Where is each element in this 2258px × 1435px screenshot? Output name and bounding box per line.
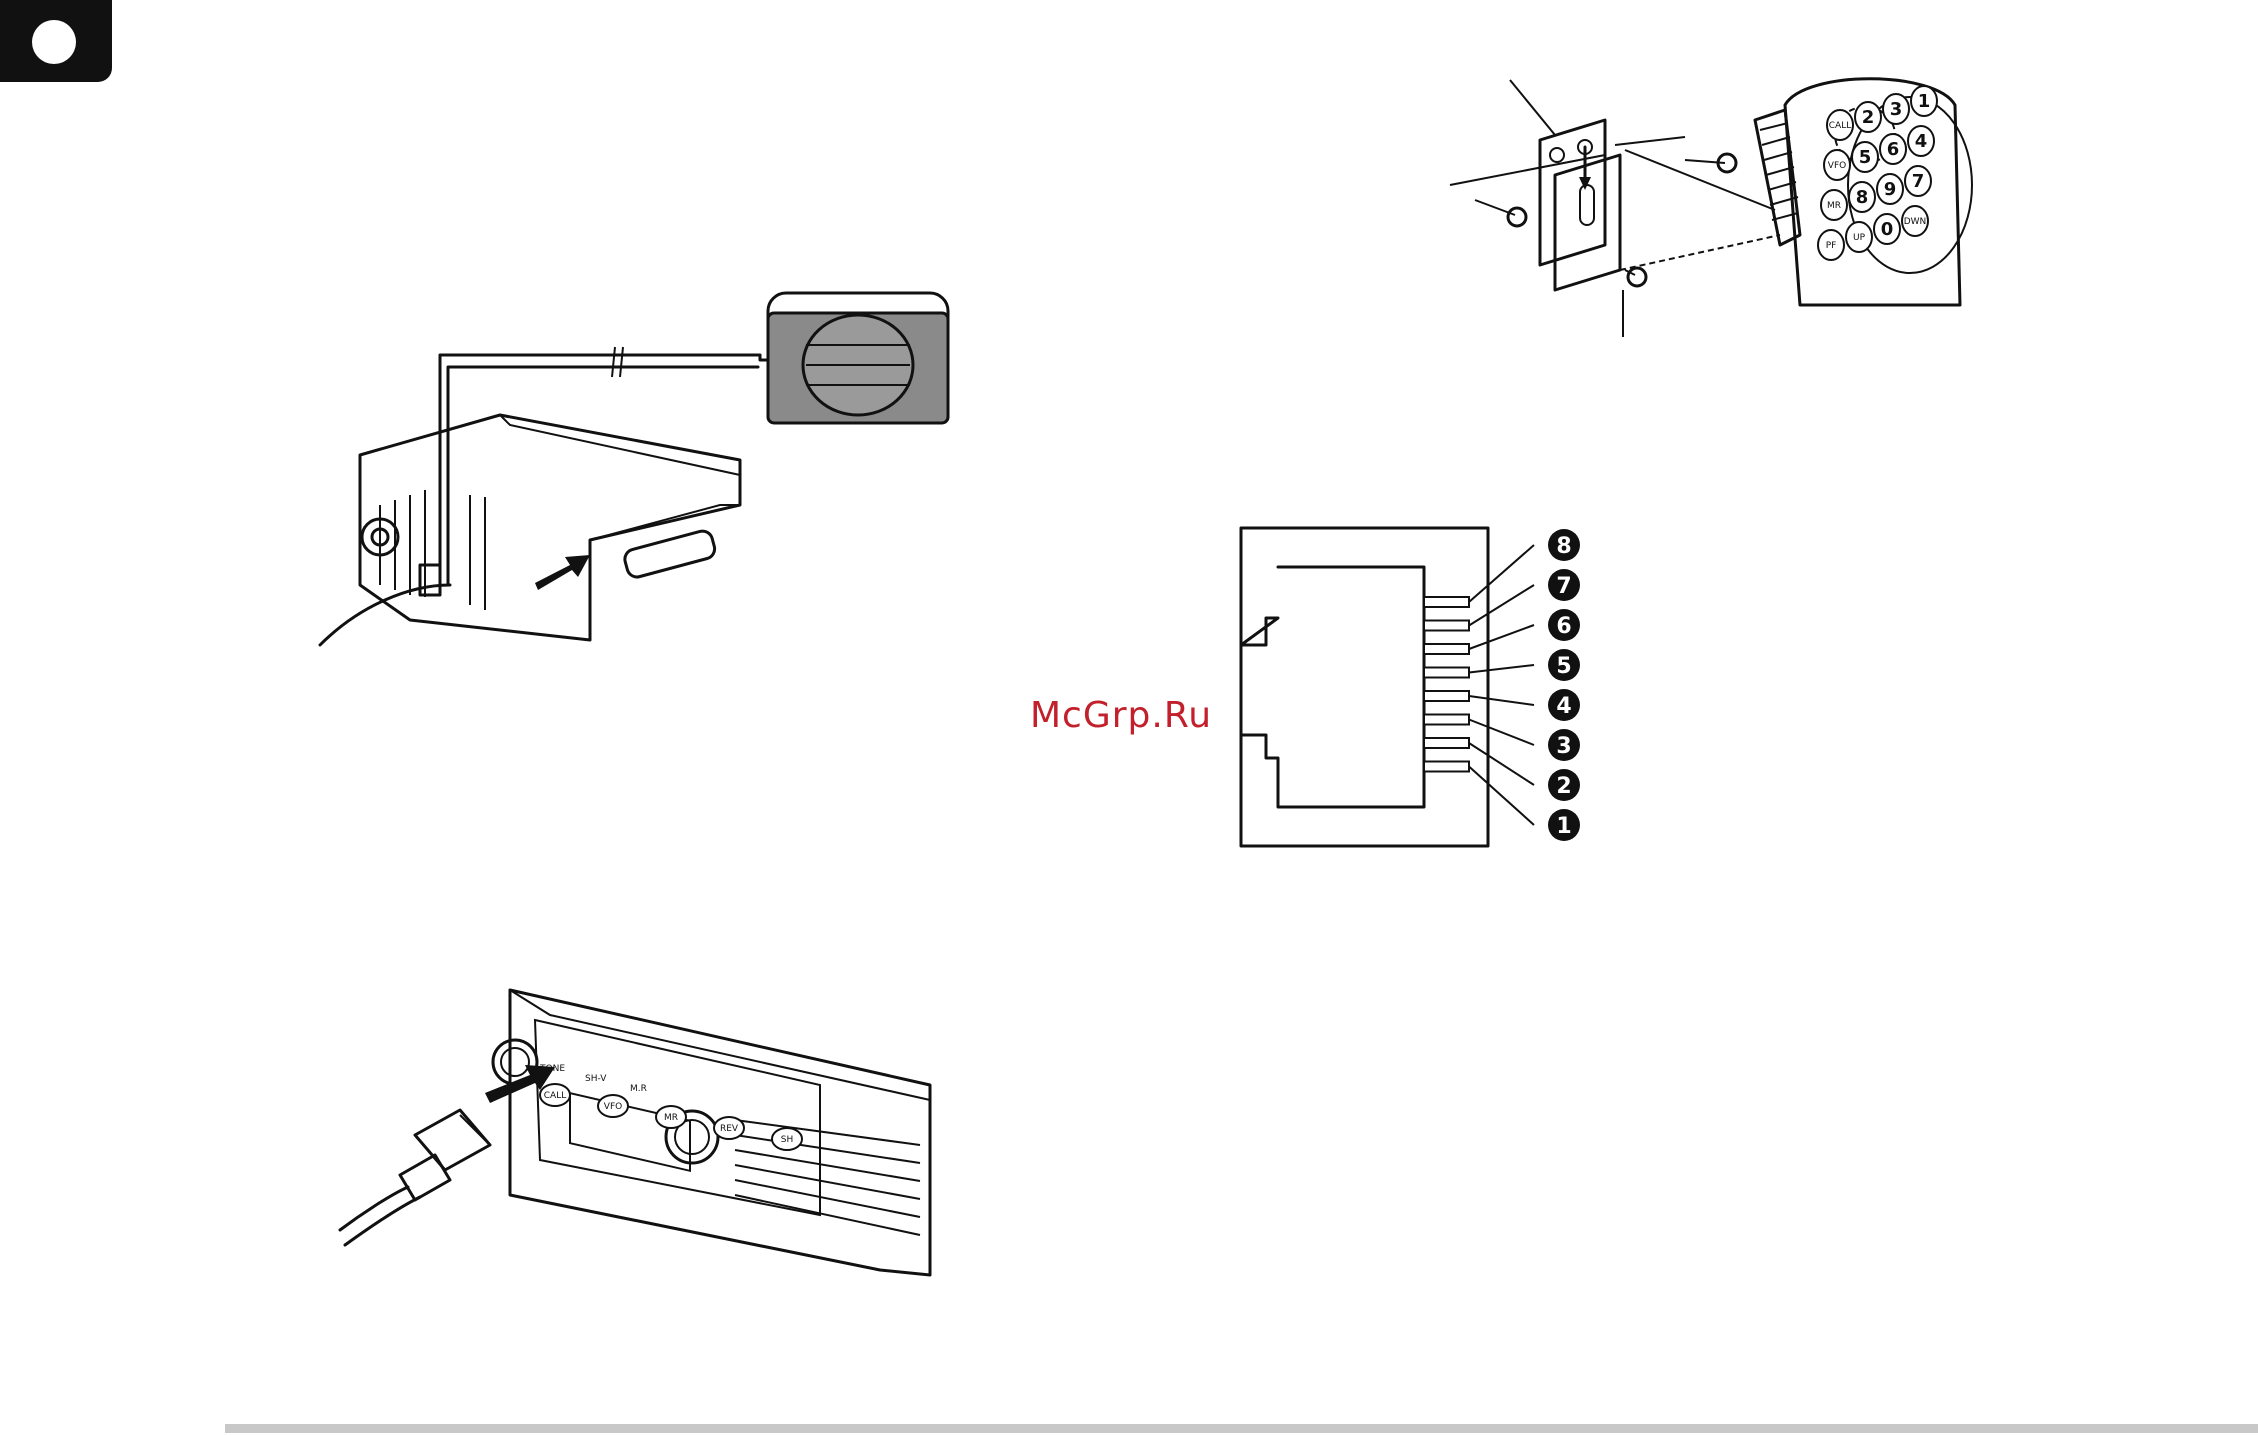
pin-contact — [1424, 691, 1469, 701]
pin-leader — [1469, 545, 1534, 602]
panel-label: SH-V — [585, 1074, 607, 1084]
pin-number: 7 — [1556, 574, 1571, 599]
pin-number: 2 — [1556, 774, 1571, 799]
keypad-key-label: UP — [1853, 233, 1866, 243]
mic-plug-icon — [340, 1110, 490, 1245]
section-tab-dot — [32, 20, 76, 64]
panel-button-label: SH — [781, 1135, 793, 1145]
panel-label: M.R — [630, 1084, 647, 1094]
pin-number: 4 — [1556, 694, 1571, 719]
pin-contact — [1424, 668, 1469, 678]
keypad-key-label: PF — [1826, 241, 1837, 251]
panel-button-label: MR — [664, 1113, 678, 1123]
pin-contact — [1424, 644, 1469, 654]
pin-number: 6 — [1556, 614, 1571, 639]
panel-button-label: REV — [720, 1124, 739, 1134]
panel-button-label: CALL — [544, 1091, 566, 1101]
pin-leader — [1469, 720, 1534, 746]
pin-leader — [1469, 696, 1534, 705]
watermark: McGrp.Ru — [1030, 695, 1212, 736]
keypad-key-label: 3 — [1890, 99, 1903, 120]
keypad-key-label: 7 — [1912, 171, 1925, 192]
panel-button-label: VFO — [604, 1102, 622, 1112]
keypad-key-label: 8 — [1856, 187, 1869, 208]
keypad-key-label: MR — [1827, 201, 1841, 211]
pin-leader — [1469, 585, 1534, 626]
hanger-bracket — [1540, 120, 1620, 290]
pin-leader — [1469, 625, 1534, 649]
keypad-key-label: 1 — [1918, 91, 1931, 112]
speaker-icon — [768, 293, 948, 423]
pin-number: 1 — [1556, 814, 1571, 839]
pin-contact — [1424, 762, 1469, 772]
footer-rule — [225, 1424, 2258, 1433]
mic-connector-pinout: 8 7 6 5 4 3 2 1 — [1238, 520, 1598, 850]
pin-number: 5 — [1556, 654, 1571, 679]
keypad-key-label: 2 — [1862, 107, 1875, 128]
pin-leader — [1469, 743, 1534, 785]
pin-contact — [1424, 715, 1469, 725]
pin-contact — [1424, 621, 1469, 631]
keypad-key-label: 9 — [1884, 179, 1897, 200]
radio-body-rear — [360, 415, 740, 640]
keypad-key-label: CALL — [1829, 121, 1851, 131]
keypad-key-label: DWN — [1904, 217, 1927, 227]
keypad-key-label: 6 — [1887, 139, 1900, 160]
pin-number: 3 — [1556, 734, 1571, 759]
pin-leader — [1469, 665, 1534, 673]
keypad-key-label: 5 — [1859, 147, 1872, 168]
keypad-key-label: VFO — [1828, 161, 1846, 171]
pin-contact — [1424, 597, 1469, 607]
external-speaker-figure — [320, 285, 960, 645]
keypad-key-label: 4 — [1915, 131, 1928, 152]
pin-leader — [1469, 767, 1534, 826]
pin-number: 8 — [1556, 534, 1571, 559]
section-tab — [0, 0, 112, 82]
pin-contact — [1424, 738, 1469, 748]
keypad-key-label: 0 — [1881, 219, 1894, 240]
